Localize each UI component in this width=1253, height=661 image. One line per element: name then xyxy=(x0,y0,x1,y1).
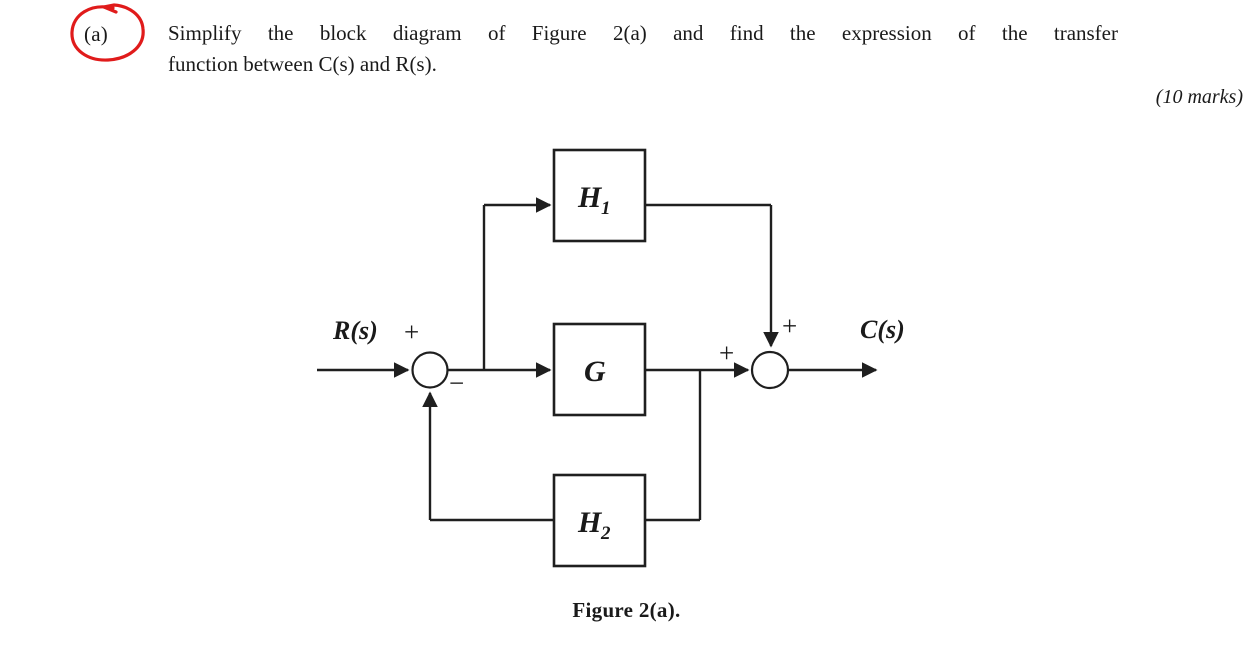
block-h2-subscript: 2 xyxy=(600,523,611,544)
question-item-label: (a) xyxy=(84,22,108,46)
question-block: (a) Simplify the block diagram of Figure… xyxy=(0,0,1253,130)
marks-allocation: (10 marks) xyxy=(1155,86,1243,108)
question-text: Simplify the block diagram of Figure 2(a… xyxy=(168,18,1118,80)
block-diagram: H 1 G H 2 R(s) C(s) + − + + xyxy=(0,130,1253,590)
block-labels: H 1 G H 2 xyxy=(577,181,611,544)
sign-sum2-top-plus: + xyxy=(782,311,797,341)
input-label-rs: R(s) xyxy=(332,316,378,345)
block-h1-subscript: 1 xyxy=(601,198,611,219)
io-labels: R(s) C(s) xyxy=(332,315,905,345)
question-text-line-1: Simplify the block diagram of Figure 2(a… xyxy=(168,21,1118,45)
summing-junction-2 xyxy=(750,350,790,390)
block-h2-label: H xyxy=(577,506,603,539)
block-g-label: G xyxy=(584,355,606,388)
question-text-line-2: function between C(s) and R(s). xyxy=(168,52,437,76)
block-h1-label: H xyxy=(577,181,603,214)
figure-caption: Figure 2(a). xyxy=(572,598,681,622)
sign-input-plus: + xyxy=(404,317,419,347)
summing-junction-1 xyxy=(411,351,449,389)
sign-feedback-minus: − xyxy=(449,368,464,398)
sign-sum2-left-plus: + xyxy=(719,338,734,368)
output-label-cs: C(s) xyxy=(860,315,905,344)
sign-labels: + − + + xyxy=(404,311,797,398)
block-diagram-canvas: H 1 G H 2 R(s) C(s) + − + + xyxy=(317,148,905,568)
red-circle-annotation-icon xyxy=(70,3,145,62)
block-h1 xyxy=(552,148,647,243)
